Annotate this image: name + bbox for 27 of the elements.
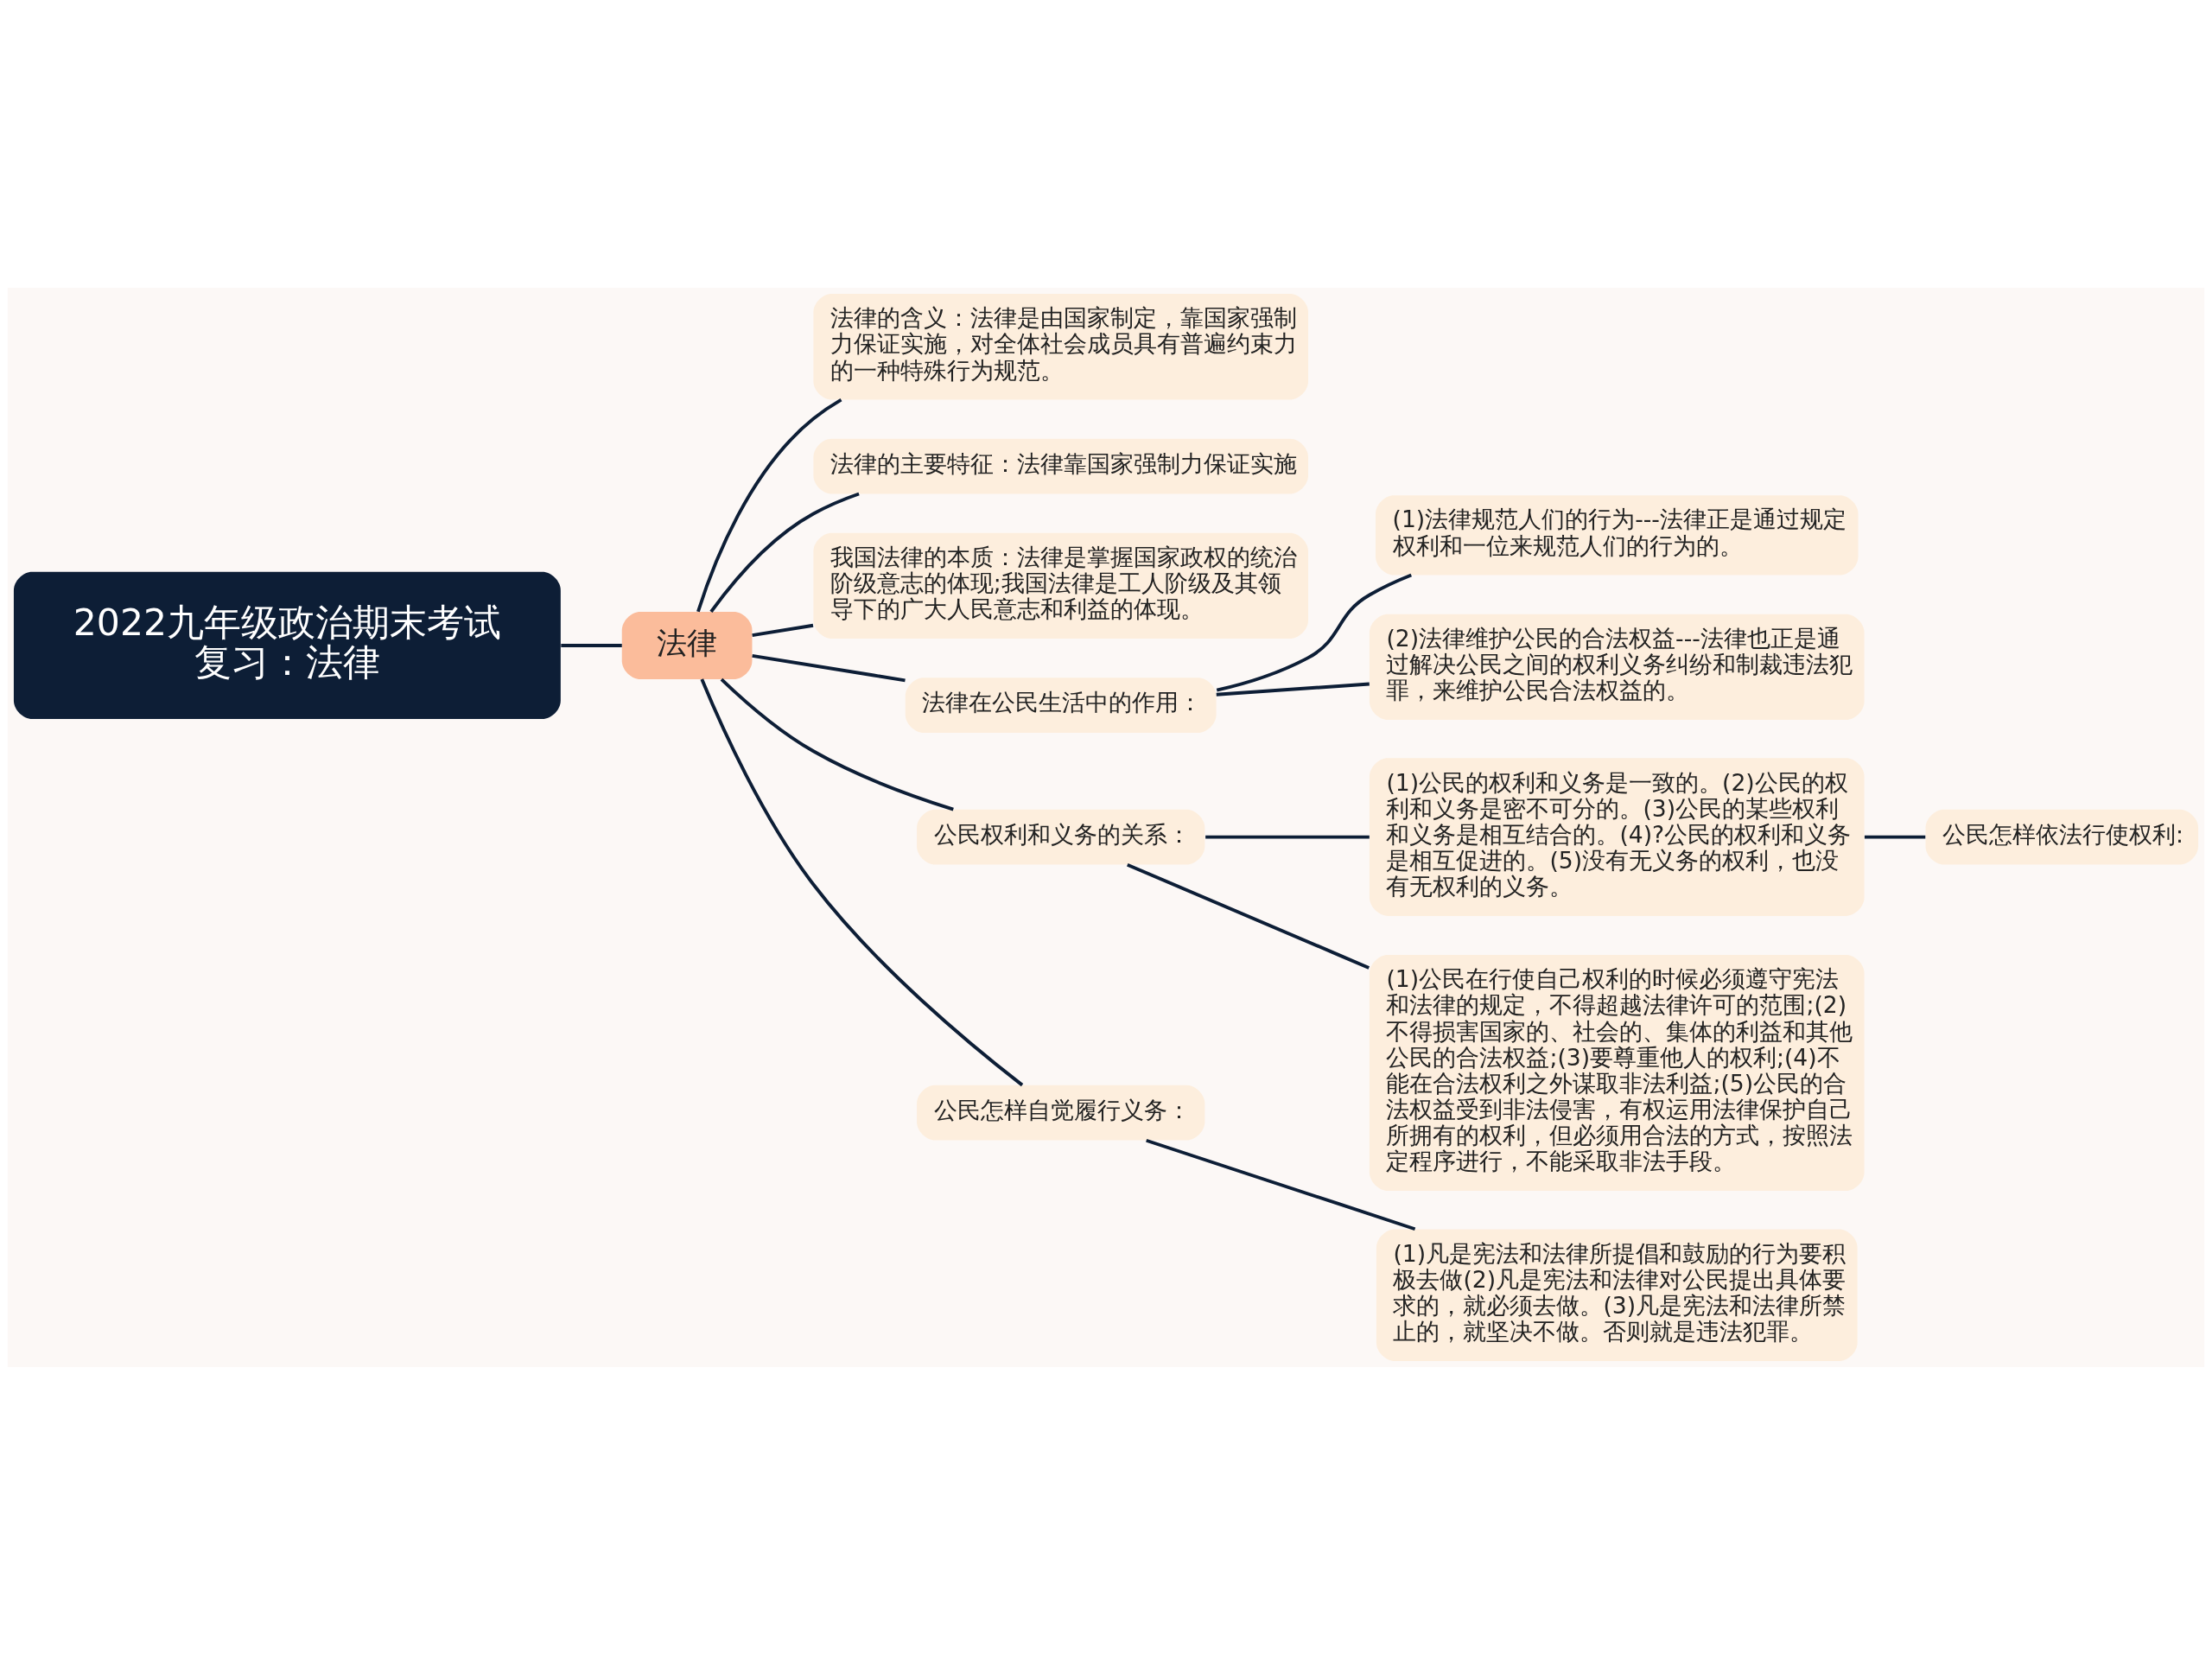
connector <box>720 678 954 811</box>
node-box: 法律在公民生活中的作用： <box>905 677 1217 733</box>
connector <box>1146 1138 1416 1231</box>
node-box: 我国法律的本质：法律是掌握国家政权的统治阶级意志的体现;我国法律是工人阶级及其领导下的广大人民意志和利益的体现。 <box>813 532 1308 639</box>
node-box: (1)公民的权利和义务是一致的。(2)公民的权利和义务是密不可分的。(3)公民的某些权利和义务是相互结合的。(4)?公民的权利和义务是相互促进的。(5)没有无义务的权利，也没有无权利的义务。 <box>1369 757 1865 916</box>
connector <box>1216 573 1412 692</box>
connector <box>709 492 860 613</box>
node-box: 公民怎样自觉履行义务： <box>917 1085 1205 1141</box>
connector <box>1205 835 1370 839</box>
connector <box>696 398 842 612</box>
node-box: 法律 <box>621 611 753 679</box>
connector <box>752 623 814 637</box>
connector <box>1216 682 1370 697</box>
node-box: 2022九年级政治期末考试复习：法律 <box>13 571 561 719</box>
node-box: 公民怎样依法行使权利: <box>1925 809 2199 864</box>
connector <box>752 653 906 682</box>
node-box: (2)法律维护公民的合法权益---法律也正是通过解决公民之间的权利义务纠纷和制裁违法犯罪，来维护公民合法权益的。 <box>1369 614 1865 720</box>
connector <box>1127 862 1370 970</box>
node-box: (1)凡是宪法和法律所提倡和鼓励的行为要积极去做(2)凡是宪法和法律对公民提出具体要求的，就必须去做。(3)凡是宪法和法律所禁止的，就坚决不做。否则就是违法犯罪。 <box>1376 1228 1858 1361</box>
node-box: 公民权利和义务的关系： <box>917 809 1205 864</box>
connector <box>1864 835 1926 839</box>
connector <box>561 643 622 647</box>
node-box: (1)公民在行使自己权利的时候必须遵守宪法和法律的规定，不得超越法律许可的范围;(2)不得损害国家的、社会的、集体的利益和其他公民的合法权益;(3)要尊重他人的权利;(4)不能在合法权利之外谋取非法利益;(5)公民的合法权益受到非法侵害，有权运用法律保护自己所拥有的权利，但必须用合法的方式，按照法定程序进行，不能采取非法手段。 <box>1369 954 1865 1191</box>
node-box: 法律的主要特征：法律靠国家强制力保证实施 <box>813 438 1308 493</box>
node-box: 法律的含义：法律是由国家制定，靠国家强制力保证实施，对全体社会成员具有普遍约束力的一种特殊行为规范。 <box>813 293 1308 399</box>
connector <box>700 678 1024 1086</box>
node-box: (1)法律规范人们的行为---法律正是通过规定权利和一位来规范人们的行为的。 <box>1376 494 1859 575</box>
